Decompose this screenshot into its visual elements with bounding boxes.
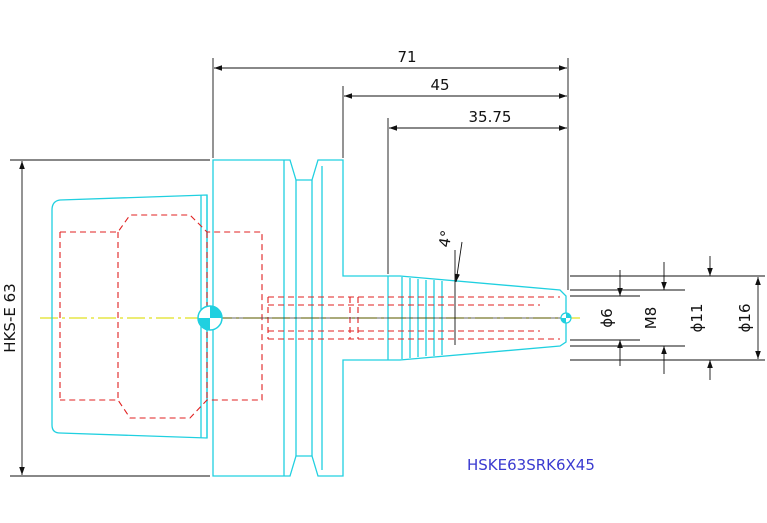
dim-45: 45 [430, 76, 449, 94]
dimension-lines [19, 65, 761, 475]
part-number-label: HSKE63SRK6X45 [467, 456, 595, 474]
dim-angle: 4° [435, 229, 456, 249]
dim-dia11: ϕ11 [688, 304, 706, 333]
dim-dia16: ϕ16 [736, 304, 754, 333]
dim-dia6: ϕ6 [598, 308, 616, 327]
dim-35-75: 35.75 [469, 108, 512, 126]
hidden-lines [59, 214, 560, 419]
extension-lines [10, 58, 765, 477]
angle-leader-arrow [454, 241, 463, 283]
section-symbol-right [560, 312, 572, 324]
dim-m8: M8 [642, 307, 660, 330]
dim-71: 71 [397, 48, 416, 66]
section-symbol-left [197, 305, 223, 331]
dim-hks-e63: HKS-E 63 [1, 283, 19, 352]
